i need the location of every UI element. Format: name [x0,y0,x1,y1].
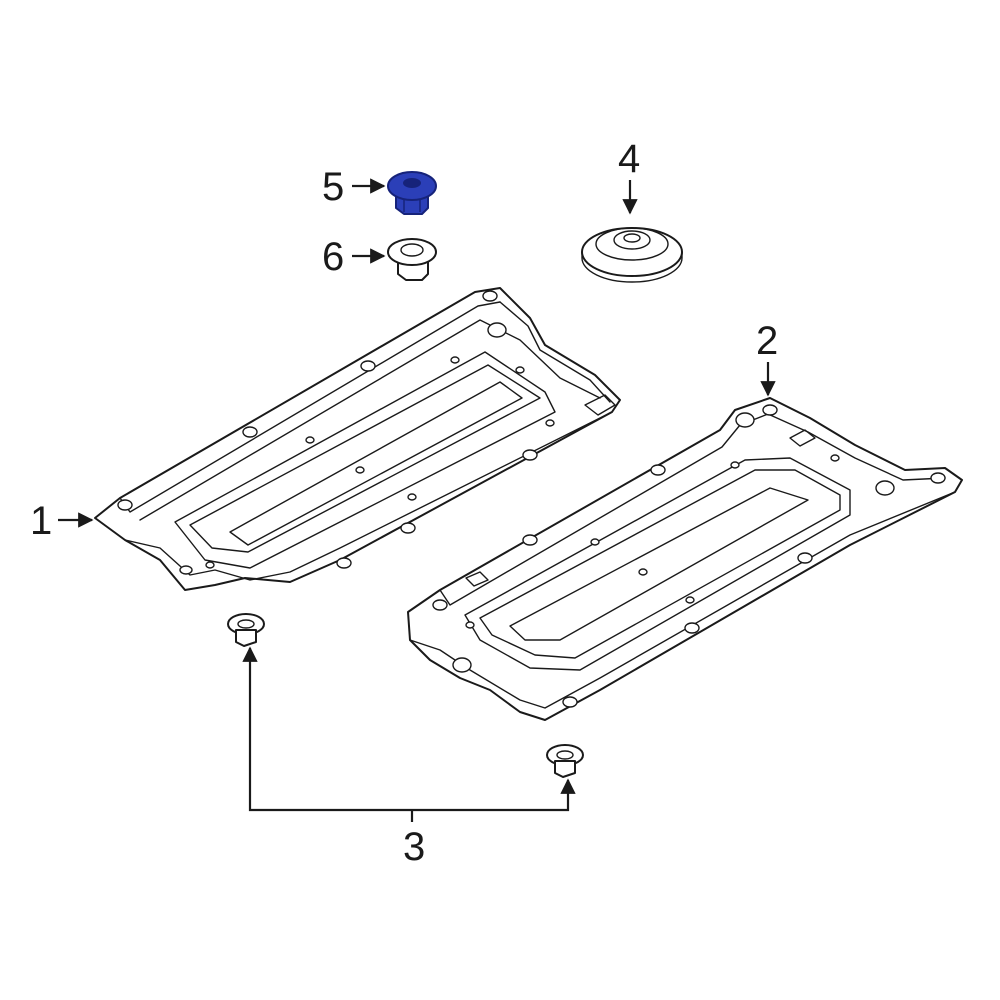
callout-5: 5 [322,165,344,209]
part-6-nut[interactable] [387,238,437,281]
callout-4: 4 [618,137,640,181]
callout-1: 1 [30,499,52,543]
callout-6: 6 [322,235,344,279]
part-1-under-shield-left[interactable] [94,287,621,591]
part-3-clip-right[interactable] [546,744,584,778]
leader-3 [242,646,576,822]
part-3-clip-left[interactable] [227,613,265,647]
callout-3: 3 [403,825,425,869]
part-4-grommet[interactable] [581,227,683,283]
callout-2: 2 [756,319,778,363]
part-5-nut-highlighted[interactable] [387,171,437,215]
